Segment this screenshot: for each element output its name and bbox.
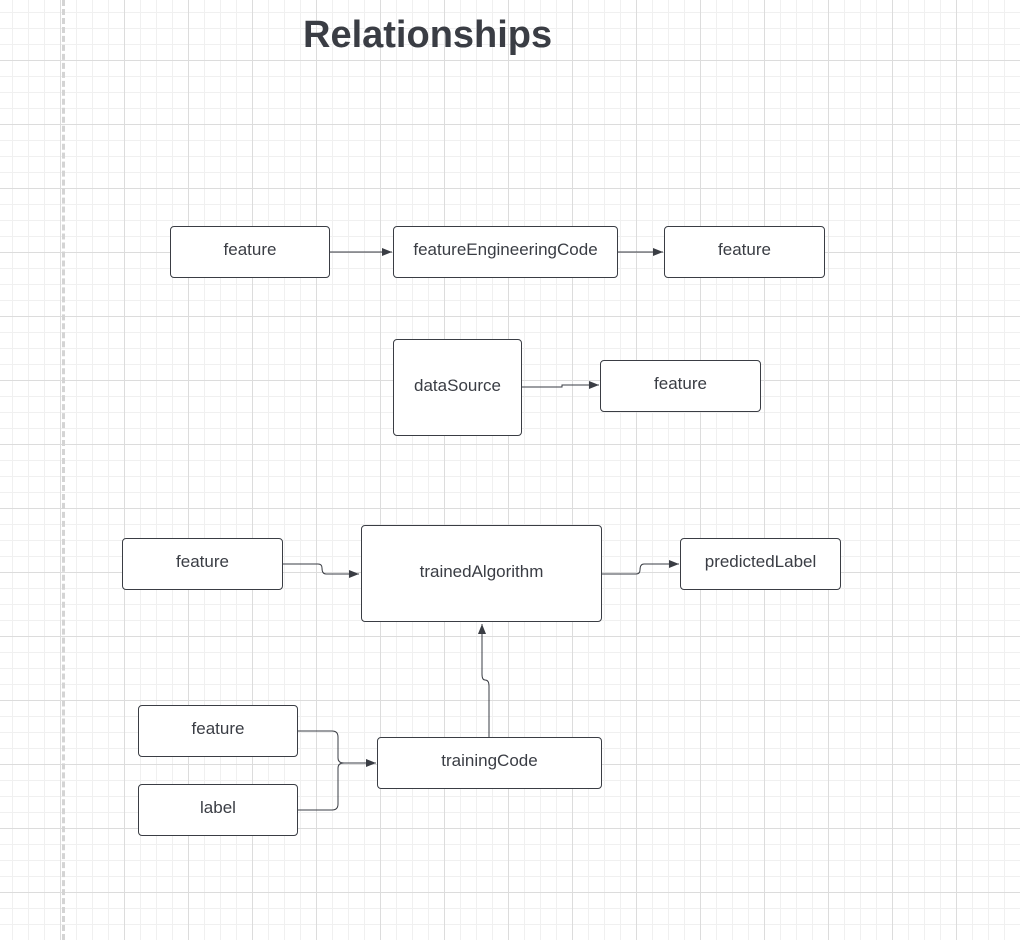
node-feature-engineering-code[interactable]: featureEngineeringCode (393, 226, 618, 278)
node-label: feature (654, 374, 707, 393)
node-data-source[interactable]: dataSource (393, 339, 522, 436)
node-training-code[interactable]: trainingCode (377, 737, 602, 789)
node-label: feature (718, 240, 771, 259)
node-predicted-label[interactable]: predictedLabel (680, 538, 841, 590)
node-feature-to-trained-algorithm[interactable]: feature (122, 538, 283, 590)
node-feature-to-training-code[interactable]: feature (138, 705, 298, 757)
node-label: feature (176, 552, 229, 571)
diagram-title: Relationships (303, 14, 553, 56)
node-label: trainedAlgorithm (419, 561, 544, 581)
node-trained-algorithm[interactable]: trainedAlgorithm (361, 525, 602, 622)
connector-data-source-to-feature[interactable] (522, 381, 599, 389)
connector-feature-to-trained-algorithm[interactable] (283, 563, 359, 578)
connector-trained-algorithm-to-predicted-label[interactable] (602, 560, 679, 575)
node-label: feature (223, 240, 277, 259)
connector-training-code-to-trained-algorithm[interactable] (478, 624, 490, 737)
page-boundary-line (62, 0, 65, 940)
node-label: predictedLabel (704, 552, 817, 571)
node-label-input[interactable]: label (138, 784, 298, 836)
node-label: feature (191, 719, 245, 738)
node-feature-input[interactable]: feature (170, 226, 330, 278)
connector-label-to-training-code[interactable] (298, 762, 345, 811)
node-feature-output[interactable]: feature (664, 226, 825, 278)
node-label: trainingCode (441, 751, 538, 770)
node-label: label (200, 798, 236, 817)
node-label: featureEngineeringCode (413, 240, 598, 259)
node-label: dataSource (414, 375, 501, 395)
node-feature-from-data-source[interactable]: feature (600, 360, 761, 412)
connector-feature-to-training-code[interactable] (298, 730, 376, 767)
